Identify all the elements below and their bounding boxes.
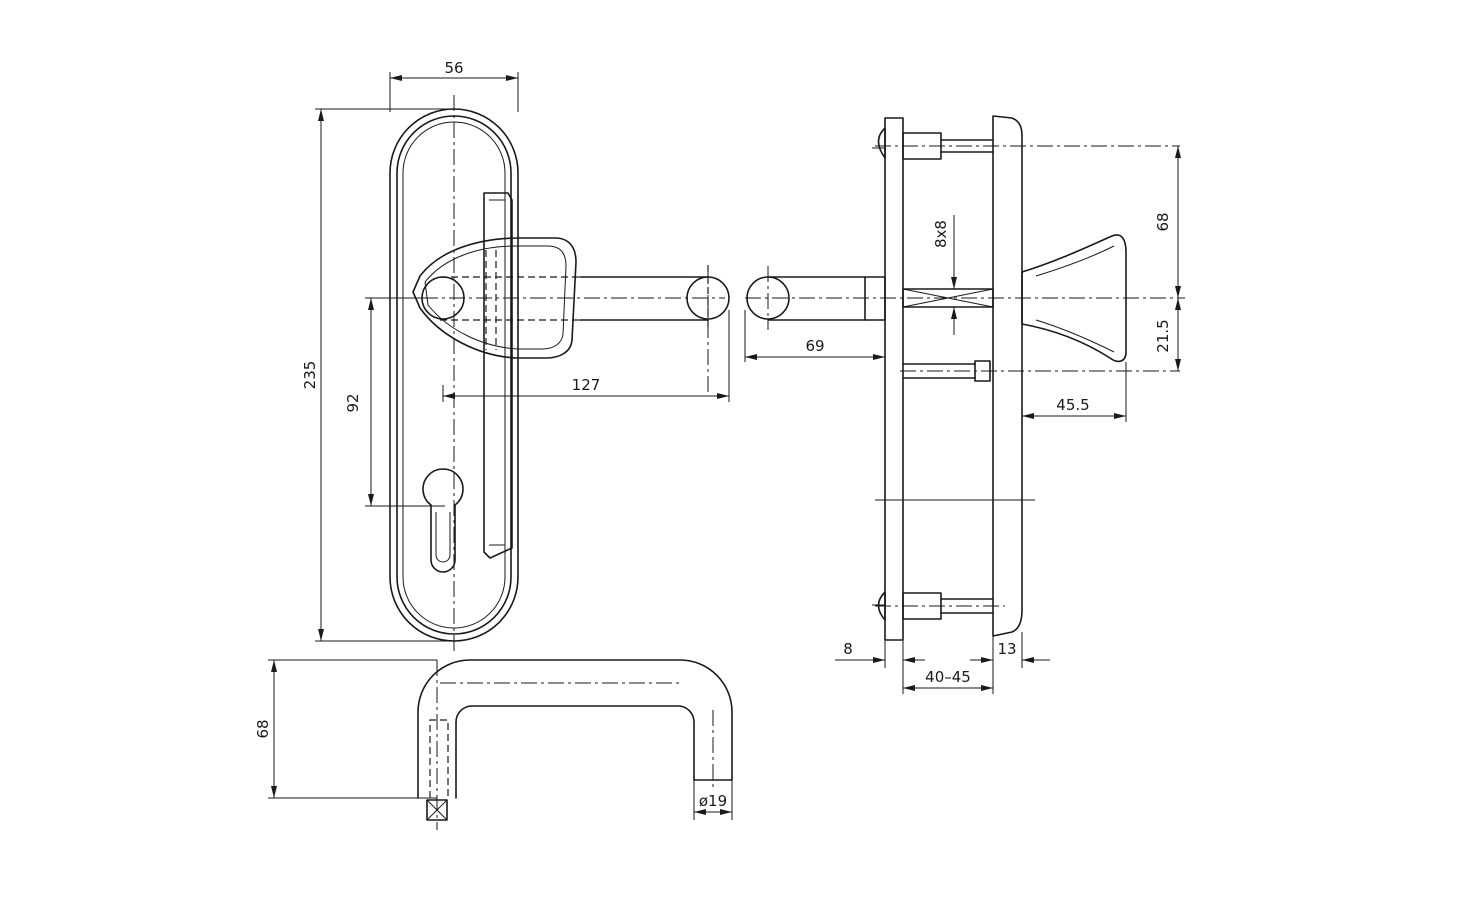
side-view-assembly — [745, 115, 1185, 641]
side-view-dimensions — [744, 146, 1181, 694]
dim-knob-projection: 45.5 — [1056, 396, 1089, 414]
dim-hole-spacing: 92 — [344, 393, 362, 412]
dim-screw-spacing: 68 — [1154, 212, 1172, 231]
bottom-view-handle — [417, 659, 733, 830]
dim-spindle-length: 69 — [805, 337, 824, 355]
dim-door-thickness: 40–45 — [925, 668, 971, 686]
dim-handle-height: 68 — [254, 719, 272, 738]
dim-knob-offset: 21.5 — [1154, 319, 1172, 352]
dim-spindle-square: 8x8 — [932, 220, 950, 248]
dim-back-thickness: 13 — [997, 640, 1016, 658]
front-view-dimensions — [315, 72, 730, 642]
dim-plate-width: 56 — [444, 59, 463, 77]
dim-front-thickness: 8 — [843, 640, 853, 658]
dim-handle-diameter: ø19 — [699, 792, 727, 810]
dim-lever-length: 127 — [572, 376, 601, 394]
front-view-plate — [368, 95, 730, 655]
bottom-view-dimensions — [268, 659, 733, 820]
dim-plate-height: 235 — [301, 361, 319, 390]
